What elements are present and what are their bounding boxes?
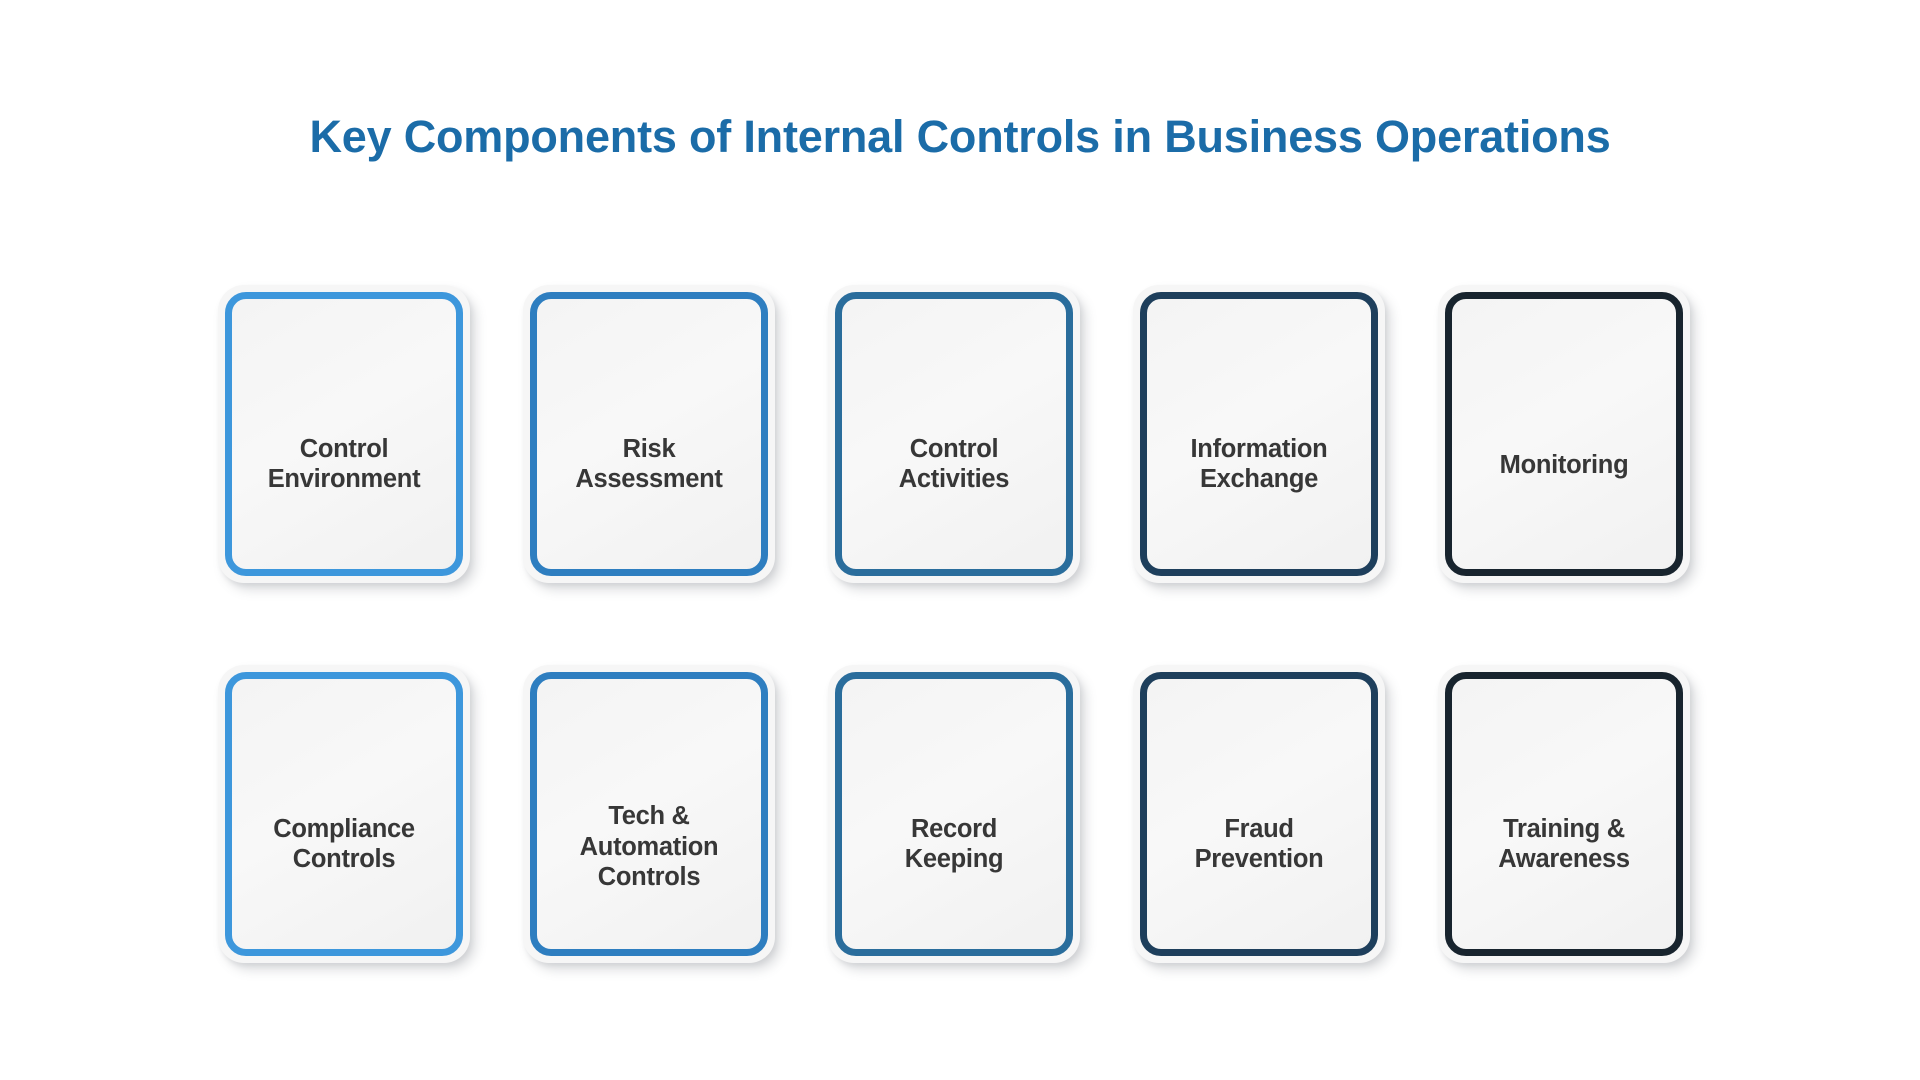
card-training-awareness[interactable]: Training & Awareness <box>1438 665 1690 963</box>
card-information-exchange[interactable]: Information Exchange <box>1133 285 1385 583</box>
card-inner: Training & Awareness <box>1445 672 1683 956</box>
card-label: Record Keeping <box>904 814 1004 874</box>
card-label: Control Activities <box>898 434 1010 494</box>
card-tech-automation-controls[interactable]: Tech & Automation Controls <box>523 665 775 963</box>
card-inner: Control Activities <box>835 292 1073 576</box>
card-row-1: Control Environment Risk Assessment Cont… <box>218 285 1708 583</box>
card-inner: Monitoring <box>1445 292 1683 576</box>
card-inner: Compliance Controls <box>225 672 463 956</box>
card-label: Information Exchange <box>1190 434 1328 494</box>
card-inner: Record Keeping <box>835 672 1073 956</box>
card-monitoring[interactable]: Monitoring <box>1438 285 1690 583</box>
card-inner: Fraud Prevention <box>1140 672 1378 956</box>
card-label: Compliance Controls <box>273 814 415 874</box>
card-control-activities[interactable]: Control Activities <box>828 285 1080 583</box>
card-control-environment[interactable]: Control Environment <box>218 285 470 583</box>
card-inner: Tech & Automation Controls <box>530 672 768 956</box>
card-label: Risk Assessment <box>575 434 723 494</box>
page-title: Key Components of Internal Controls in B… <box>309 111 1611 163</box>
card-row-2: Compliance Controls Tech & Automation Co… <box>218 665 1708 963</box>
card-inner: Control Environment <box>225 292 463 576</box>
page-title-container: Key Components of Internal Controls in B… <box>0 82 1920 192</box>
card-inner: Information Exchange <box>1140 292 1378 576</box>
card-label: Control Environment <box>267 434 421 494</box>
card-grid: Control Environment Risk Assessment Cont… <box>218 285 1708 1045</box>
card-fraud-prevention[interactable]: Fraud Prevention <box>1133 665 1385 963</box>
card-risk-assessment[interactable]: Risk Assessment <box>523 285 775 583</box>
card-label: Tech & Automation Controls <box>579 802 719 892</box>
card-label: Training & Awareness <box>1498 814 1630 874</box>
card-label: Monitoring <box>1499 451 1629 480</box>
card-label: Fraud Prevention <box>1194 814 1324 874</box>
card-inner: Risk Assessment <box>530 292 768 576</box>
card-compliance-controls[interactable]: Compliance Controls <box>218 665 470 963</box>
card-record-keeping[interactable]: Record Keeping <box>828 665 1080 963</box>
